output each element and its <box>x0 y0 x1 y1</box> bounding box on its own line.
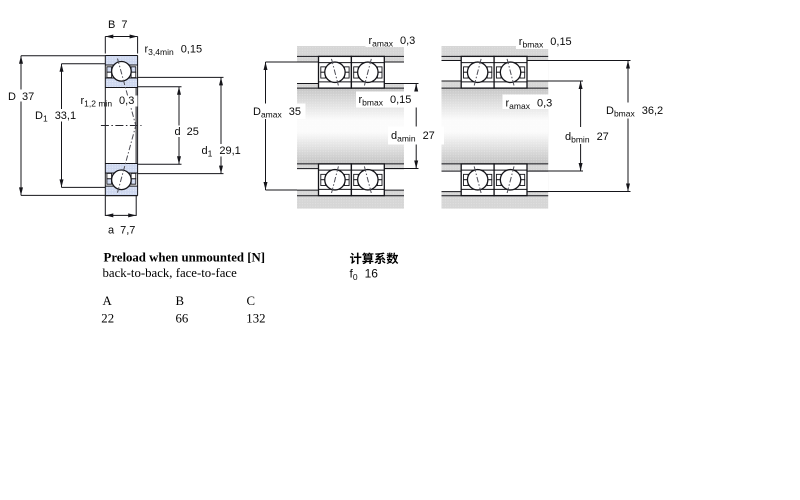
notes-block: Preload when unmounted [N] back-to-back,… <box>103 250 399 282</box>
preload-table: A B C 22 66 132 <box>101 294 265 326</box>
preload-col-header: C <box>247 294 256 308</box>
dim-a <box>104 195 137 218</box>
dim-D1 <box>59 63 106 188</box>
preload-value: 22 <box>101 312 114 326</box>
calculation-factor-title-cjk <box>349 252 399 265</box>
face-to-face-arrangement-figure <box>441 46 549 209</box>
preload-col-header: B <box>176 294 185 308</box>
dim-dbmin <box>529 80 583 172</box>
back-to-back-arrangement-figure <box>297 46 404 209</box>
dim-B <box>104 34 139 54</box>
single-bearing-figure <box>19 34 224 218</box>
preload-col-header: A <box>103 294 113 308</box>
dim-D <box>19 55 106 196</box>
contact-angle-line-top <box>117 58 137 126</box>
preload-subtitle: back-to-back, face-to-face <box>103 266 238 280</box>
label-backgrounds <box>6 32 668 157</box>
contact-angle-line-bottom <box>117 125 137 193</box>
dim-Damax <box>263 61 297 191</box>
preload-title: Preload when unmounted [N] <box>104 250 266 264</box>
dim-d1 <box>137 76 224 175</box>
dim-Dbmax <box>529 60 631 192</box>
preload-value: 66 <box>176 312 189 326</box>
preload-value: 132 <box>246 312 265 326</box>
